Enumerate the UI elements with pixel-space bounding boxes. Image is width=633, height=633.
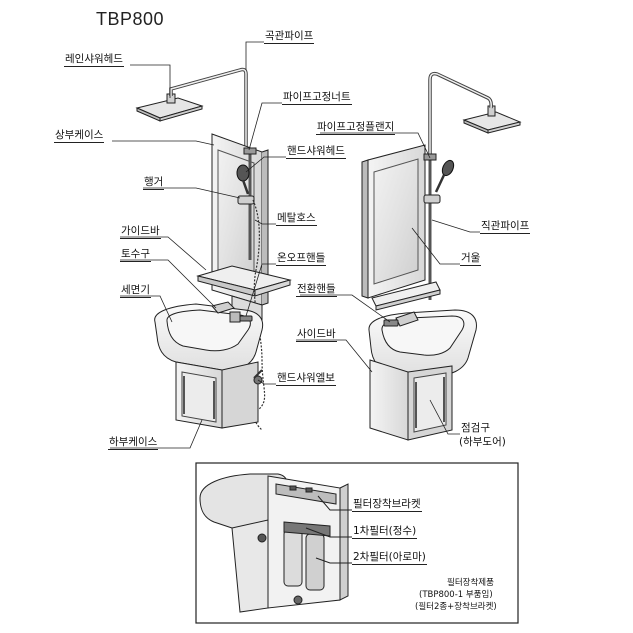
right-hanger — [423, 194, 441, 204]
left-unit — [135, 67, 292, 431]
label-product-sub1: (TBP800-1 부품임) — [419, 590, 493, 600]
label-washbasin: 세면기 — [120, 284, 151, 298]
label-filter-bracket: 필터장착브라켓 — [352, 498, 422, 512]
right-mirror — [373, 158, 419, 285]
left-hand-shower-head — [236, 164, 250, 182]
label-lower-case: 하부케이스 — [108, 436, 159, 450]
label-product-sub2: (필터2종+장착브라켓) — [415, 602, 497, 612]
inset-filter-1 — [283, 529, 303, 587]
label-filter-1: 1차필터(정수) — [352, 525, 418, 539]
label-pipe-fix-flange: 파이프고정플랜지 — [316, 121, 396, 135]
label-inspection-port: 점검구 — [461, 422, 490, 434]
right-lower-case — [369, 359, 409, 441]
inset-filter-2 — [305, 533, 325, 591]
label-filter-2: 2차필터(아로마) — [352, 551, 427, 565]
label-mirror: 거울 — [460, 252, 482, 266]
left-on-off-handle — [239, 315, 253, 322]
left-hanger — [237, 195, 255, 205]
label-pipe-fix-nut: 파이프고정너트 — [282, 91, 352, 105]
label-guide-bar: 가이드바 — [120, 225, 161, 239]
label-spout: 토수구 — [120, 248, 151, 262]
label-on-off-handle: 온오프핸들 — [276, 252, 327, 266]
label-upper-case: 상부케이스 — [54, 129, 105, 143]
label-rain-shower-head: 레인샤워헤드 — [64, 53, 124, 67]
label-side-bar: 사이드바 — [296, 328, 337, 342]
filter-inset — [195, 462, 519, 624]
right-switch-handle — [383, 319, 399, 327]
label-hand-shower-head: 핸드샤워헤드 — [286, 145, 346, 159]
label-switch-handle: 전환핸들 — [296, 283, 337, 297]
leader-lines — [110, 41, 480, 449]
label-product-title: 필터장착제품 — [447, 578, 494, 588]
label-straight-pipe: 직관파이프 — [480, 220, 531, 234]
label-hanger: 행거 — [143, 176, 165, 190]
label-hand-shower-elbow: 핸드샤워엘보 — [276, 372, 336, 386]
label-inspection-port-sub: (하부도어) — [459, 436, 506, 448]
label-metal-hose: 메탈호스 — [276, 212, 317, 226]
left-spout — [211, 301, 235, 314]
product-title: TBP800 — [96, 9, 165, 29]
right-hand-shower-head — [441, 159, 455, 177]
label-curved-pipe: 곡관파이프 — [264, 30, 315, 44]
